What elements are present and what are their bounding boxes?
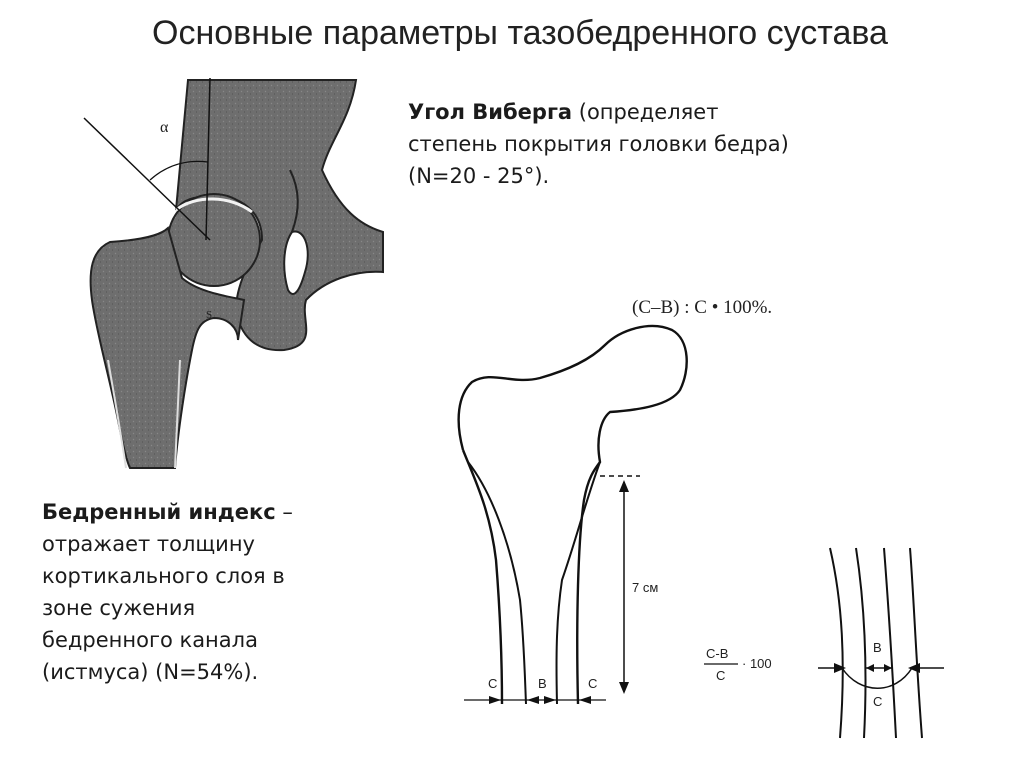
index-line5: бедренного канала (42, 624, 382, 656)
isthmus-outer-left (830, 548, 843, 738)
isthmus-inner-left (856, 548, 866, 738)
label-c-left: C (488, 676, 497, 691)
index-line4: зоне сужения (42, 592, 382, 624)
fraction-multiplier: · 100 (742, 656, 772, 671)
index-term: Бедренный индекс (42, 500, 276, 524)
index-line1: – (276, 500, 293, 524)
label-b: B (538, 676, 547, 691)
fraction-denominator: C (716, 668, 725, 683)
isthmus-label-c: C (873, 694, 882, 709)
femur-outline (459, 326, 687, 704)
isthmus-outer-right (910, 548, 922, 738)
femoral-index-description: Бедренный индекс – отражает толщину корт… (42, 496, 382, 688)
femur-lateral-cortex (463, 450, 502, 704)
isthmus-label-b: B (873, 640, 882, 655)
index-formula: (C–B) : C • 100%. (632, 297, 772, 318)
fraction-numerator: C-B (706, 646, 728, 661)
isthmus-inner-right (884, 548, 896, 738)
label-c-right: C (588, 676, 597, 691)
index-line3: кортикального слоя в (42, 560, 382, 592)
index-line2: отражает толщину (42, 528, 382, 560)
index-line6: (истмуса) (N=54%). (42, 656, 382, 688)
distance-label: 7 см (632, 580, 658, 595)
